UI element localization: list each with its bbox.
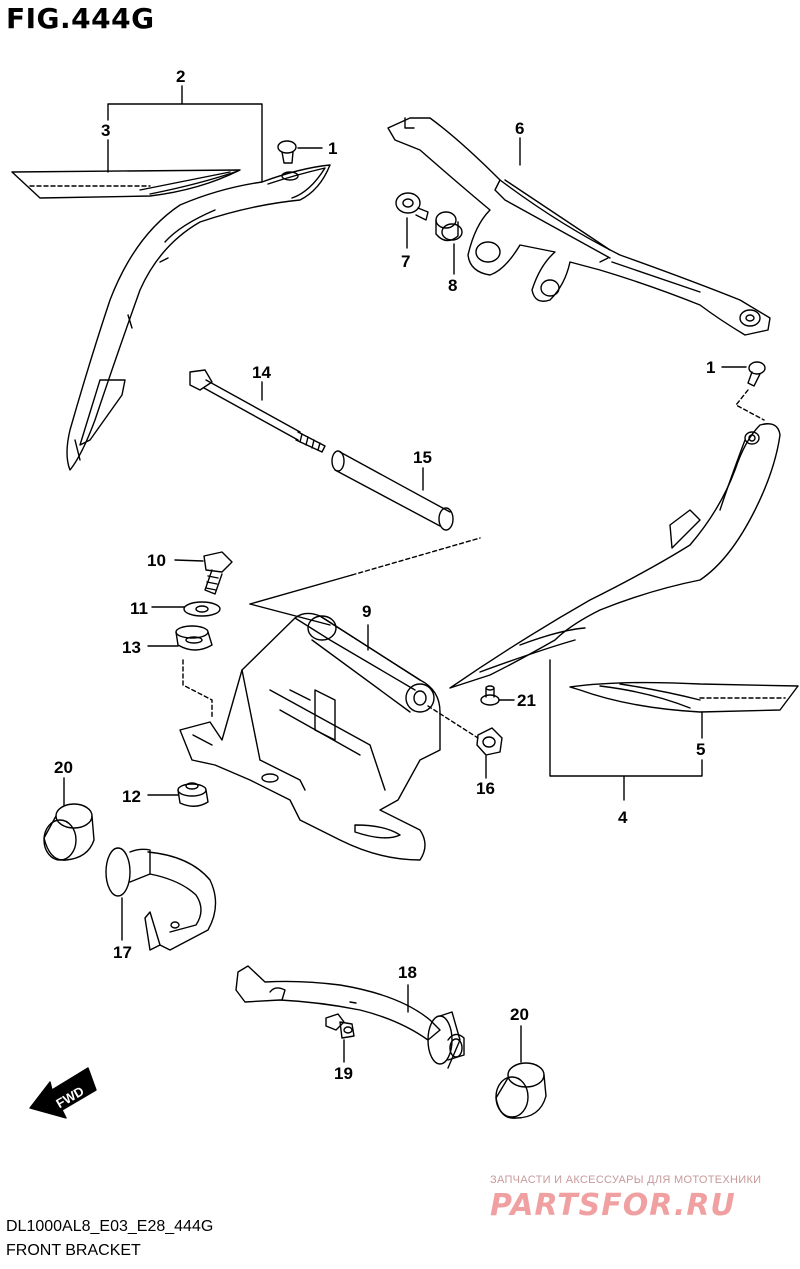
leader-4 — [549, 659, 703, 801]
dashed-10 — [182, 659, 213, 719]
grommet-12 — [177, 782, 209, 807]
callout-17: 17 — [113, 943, 132, 962]
bolt-21 — [480, 685, 500, 706]
part-6-upper-bracket — [387, 117, 771, 336]
callout-10: 10 — [147, 551, 166, 570]
bolt-1-right — [747, 361, 766, 387]
callout-9: 9 — [362, 602, 371, 621]
leader-9-line — [249, 603, 331, 626]
leader-10 — [174, 559, 204, 562]
callout-20-left: 20 — [54, 758, 73, 777]
nut-16 — [476, 727, 503, 756]
watermark-brand: PARTSFOR.RU — [490, 1188, 736, 1223]
part-4-right-cover — [449, 423, 781, 689]
callout-18: 18 — [398, 963, 417, 982]
dashed-1b — [735, 389, 765, 421]
callout-6: 6 — [515, 119, 524, 138]
leader-bolt-14 — [249, 574, 353, 605]
callout-20-right: 20 — [510, 1005, 529, 1024]
callout-12: 12 — [122, 787, 141, 806]
leader-2 — [107, 85, 263, 183]
part-17-stay — [105, 847, 217, 951]
callout-11: 11 — [130, 599, 148, 618]
callout-1-right: 1 — [706, 358, 715, 377]
callout-1-top: 1 — [328, 139, 337, 158]
bolt-10 — [203, 551, 233, 595]
part-2-left-cover — [66, 164, 331, 471]
bushing-8 — [435, 211, 463, 242]
dashed-14 — [351, 537, 481, 576]
spacer-15 — [331, 450, 454, 531]
part-3-trim-strip — [11, 169, 241, 199]
callout-8: 8 — [448, 276, 457, 295]
bolt-7 — [395, 192, 429, 221]
rubber-20-left — [43, 803, 95, 861]
bolt-19 — [325, 1013, 355, 1039]
part-18-stay — [235, 965, 465, 1069]
callout-15: 15 — [413, 448, 432, 467]
bolt-1-top — [277, 140, 299, 181]
watermark-tagline: ЗАПЧАСТИ И АКСЕССУАРЫ ДЛЯ МОТОТЕХНИКИ — [490, 1174, 762, 1186]
diagram-name: FRONT BRACKET — [6, 1242, 141, 1259]
fwd-arrow: FWD — [29, 1067, 97, 1119]
part-9-main-bracket — [179, 612, 441, 861]
callout-16: 16 — [476, 779, 495, 798]
diagram-code: DL1000AL8_E03_E28_444G — [6, 1218, 214, 1235]
callout-7: 7 — [401, 252, 410, 271]
callout-14: 14 — [252, 363, 271, 382]
callout-21: 21 — [517, 691, 536, 710]
figure-title: FIG.444G — [6, 2, 155, 35]
callout-4: 4 — [618, 808, 628, 827]
callout-19: 19 — [334, 1064, 353, 1083]
dashed-16 — [427, 705, 479, 739]
rubber-20-right — [495, 1062, 547, 1119]
washer-11 — [183, 601, 221, 617]
bolt-14-long — [189, 369, 326, 453]
grommet-13 — [175, 625, 213, 651]
callout-13: 13 — [122, 638, 141, 657]
part-5-trim-strip — [569, 681, 799, 713]
callout-3: 3 — [101, 121, 110, 140]
callout-2: 2 — [176, 67, 185, 86]
callout-5: 5 — [696, 740, 705, 759]
